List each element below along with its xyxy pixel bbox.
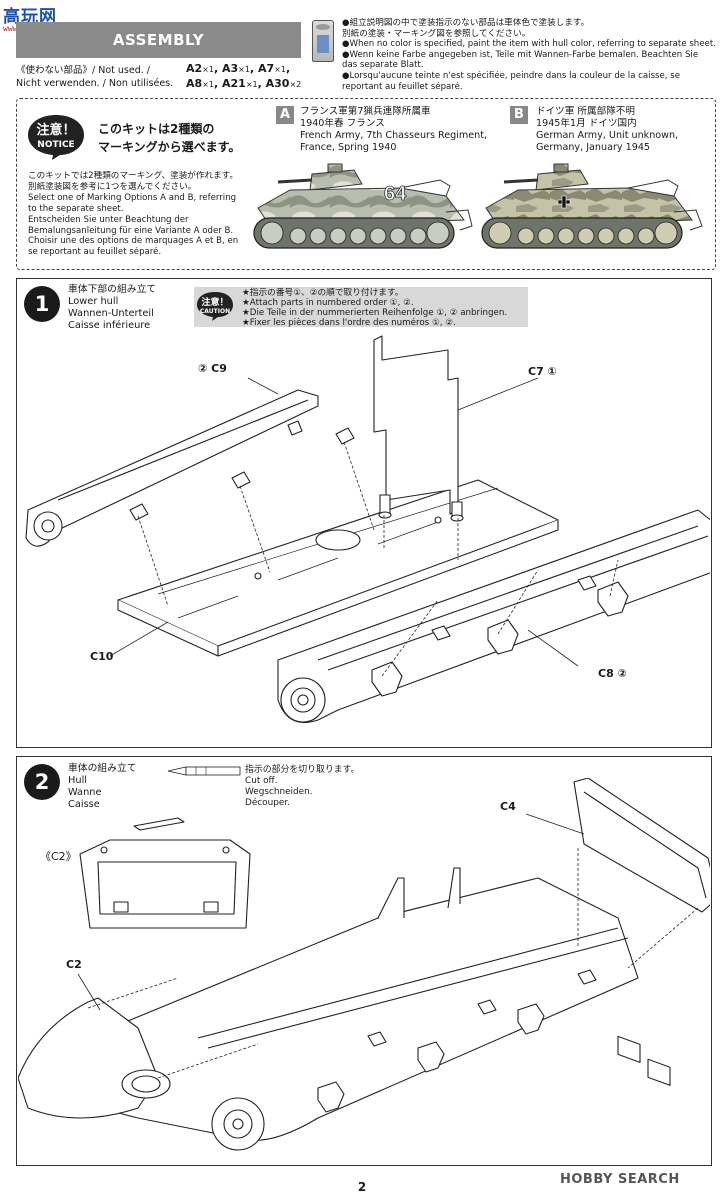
part-code: A7 xyxy=(257,62,275,75)
unused-parts-list: A2×1, A3×1, A7×1, A8×1, A21×1, A30×2 xyxy=(186,62,302,90)
notice-badge-icon: 注意！ NOTICE xyxy=(28,115,84,160)
balkenkreuz-icon xyxy=(557,195,571,209)
part-code: A3 xyxy=(221,62,239,75)
caution-banner xyxy=(194,287,528,327)
paint-can-icon xyxy=(312,20,334,62)
page-number: 2 xyxy=(357,1180,367,1194)
notice-badge-jp: 注意！ xyxy=(36,122,75,138)
caution-badge-icon: 注意！ CAUTION xyxy=(197,292,233,321)
label-c8: C8 ② xyxy=(598,667,627,680)
note-line: das separate Blatt. xyxy=(342,60,424,71)
note-line: reportant au feuillet séparé. xyxy=(342,81,463,92)
hobby-knife-icon xyxy=(167,766,241,776)
label-c4: C4 xyxy=(500,800,516,813)
caution-badge-en: CAUTION xyxy=(200,308,230,315)
tank-option-b-illustration xyxy=(481,163,703,249)
option-b-description: ドイツ軍 所属部隊不明 1945年1月 ドイツ国内 German Army, U… xyxy=(536,106,679,153)
unused-parts-label: 《使わない部品》/ Not used. / Nicht verwenden. /… xyxy=(16,65,174,89)
step-1-number: 1 xyxy=(24,286,60,322)
hull-assembly-diagram xyxy=(18,778,710,1151)
notice-headline: このキットは2種類の マーキングから選べます。 xyxy=(98,122,241,154)
note-line: ●When no color is specified, paint the i… xyxy=(342,39,716,50)
painting-notes: ●組立説明図の中で塗装指示のない部品は車体色で塗装します。 別紙の塗装・マーキン… xyxy=(342,18,722,92)
note-line: ●組立説明図の中で塗装指示のない部品は車体色で塗装します。 xyxy=(342,18,590,28)
lower-hull-diagram xyxy=(25,335,710,724)
cut-off-instructions: 指示の部分を切り取ります。 Cut off. Wegschneiden. Déc… xyxy=(245,765,360,808)
tank-option-a-illustration: 64 xyxy=(253,163,473,249)
notice-badge-en: NOTICE xyxy=(37,140,74,150)
note-line: ●Wenn keine Farbe angegeben ist, Teile m… xyxy=(342,49,699,60)
note-line: 別紙の塗装・マーキング図を参照してください。 xyxy=(342,28,531,39)
watermark-text: HOBBY SEARCH xyxy=(560,1172,680,1187)
part-code: A2 xyxy=(186,62,203,75)
label-c10: C10 xyxy=(90,650,114,663)
label-c7: C7 ① xyxy=(528,365,557,378)
part-code: A21 xyxy=(221,77,246,90)
option-b-badge: B xyxy=(510,106,528,124)
notice-instructions: このキットでは2種類のマーキング、塗装が作れます。 別紙塗装図を参考に1つを選ん… xyxy=(28,171,239,258)
page-title: ASSEMBLY xyxy=(112,31,205,49)
tank-number: 64 xyxy=(384,183,407,205)
caution-badge-jp: 注意！ xyxy=(201,296,228,308)
assembly-header: ASSEMBLY xyxy=(16,22,301,58)
step-2-title: 車体の組み立て Hull Wanne Caisse xyxy=(68,763,137,810)
label-c2-detail: 《C2》 xyxy=(40,850,77,863)
label-c9: ② C9 xyxy=(198,362,227,375)
marking-options-box xyxy=(16,98,716,270)
part-code: A8 xyxy=(186,77,203,90)
step-2-number: 2 xyxy=(24,764,60,800)
label-c2: C2 xyxy=(66,958,82,971)
option-a-description: フランス軍第7猟兵連隊所属車 1940年春 フランス French Army, … xyxy=(300,106,488,153)
note-line: ●Lorsqu'aucune teinte n'est spécifiée, p… xyxy=(342,70,681,81)
part-code: A30 xyxy=(265,77,290,90)
step-1-title: 車体下部の組み立て Lower hull Wannen-Unterteil Ca… xyxy=(68,284,157,331)
caution-instructions: ★指示の番号①、②の順で取り付けます。 ★Attach parts in num… xyxy=(242,288,508,328)
step-2-panel xyxy=(16,756,712,1166)
step-1-panel xyxy=(16,278,712,748)
option-a-badge: A xyxy=(276,106,294,124)
